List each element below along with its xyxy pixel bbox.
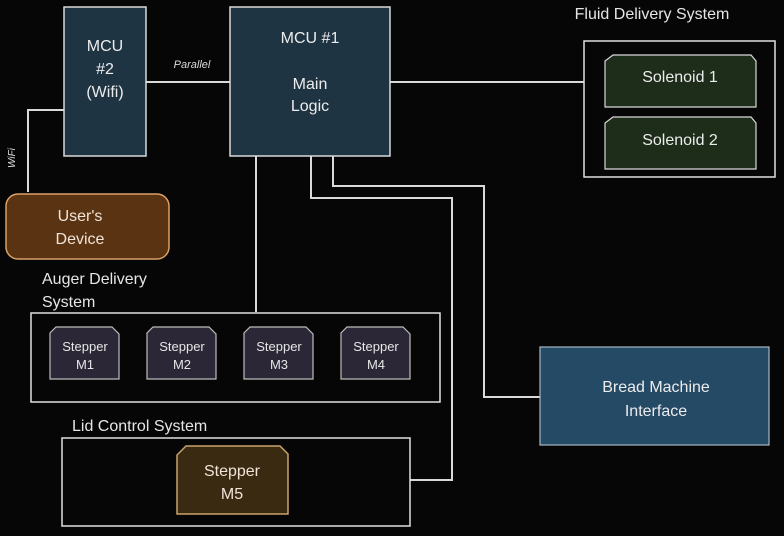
connector-mcu1-lid-system bbox=[310, 156, 453, 481]
auger-delivery-group: Auger Delivery System Stepper M1 Stepper… bbox=[30, 271, 441, 403]
auger-group-title-line1: Auger Delivery bbox=[42, 271, 147, 288]
bread-machine-label-line1: Bread Machine bbox=[602, 379, 710, 396]
stepper-m4-label-line1: Stepper bbox=[353, 339, 399, 354]
stepper-m5-label-line2: M5 bbox=[221, 486, 243, 503]
stepper-m5-label-line1: Stepper bbox=[204, 463, 261, 480]
stepper-m3-box bbox=[243, 326, 314, 380]
stepper-m1-box bbox=[49, 326, 120, 380]
lid-control-frame bbox=[61, 437, 411, 527]
users-device-box bbox=[5, 193, 170, 260]
mcu1-label-line1: MCU #1 bbox=[281, 30, 340, 47]
stepper-m2-label-line1: Stepper bbox=[159, 339, 205, 354]
users-device-node: User's Device bbox=[5, 193, 170, 260]
solenoid-1-label: Solenoid 1 bbox=[642, 69, 718, 86]
solenoid-2-box bbox=[604, 116, 757, 170]
stepper-m2-box bbox=[146, 326, 217, 380]
stepper-m5-box bbox=[176, 445, 289, 515]
stepper-m2-label-line2: M2 bbox=[173, 357, 191, 372]
mcu2-label-line1: MCU bbox=[87, 38, 123, 55]
mcu2-box bbox=[63, 6, 147, 157]
mcu1-label-line2: Main bbox=[293, 76, 328, 93]
stepper-m3-label-line2: M3 bbox=[270, 357, 288, 372]
users-device-label-line2: Device bbox=[56, 231, 105, 248]
connectors bbox=[27, 81, 584, 481]
stepper-m1-label-line1: Stepper bbox=[62, 339, 108, 354]
stepper-m4-box bbox=[340, 326, 411, 380]
solenoid-1-box bbox=[604, 54, 757, 108]
bread-machine-node: Bread Machine Interface bbox=[539, 346, 770, 446]
mcu1-label-line3: Logic bbox=[291, 98, 329, 115]
users-device-label-line1: User's bbox=[58, 208, 103, 225]
stepper-m3-label-line1: Stepper bbox=[256, 339, 302, 354]
solenoid-2-label: Solenoid 2 bbox=[642, 132, 718, 149]
auger-group-title-line2: System bbox=[42, 294, 95, 311]
fluid-delivery-frame bbox=[583, 40, 776, 178]
fluid-delivery-group: Solenoid 1 Solenoid 2 bbox=[583, 40, 776, 178]
mcu1-box bbox=[229, 6, 391, 157]
edge-label-parallel: Parallel bbox=[174, 59, 211, 71]
auger-delivery-frame bbox=[30, 312, 441, 403]
mcu2-node: MCU #2 (Wifi) bbox=[63, 6, 147, 157]
lid-control-group: Lid Control System Stepper M5 bbox=[61, 418, 411, 527]
stepper-m4-label-line2: M4 bbox=[367, 357, 385, 372]
stepper-m1-label-line2: M1 bbox=[76, 357, 94, 372]
mcu2-label-line3: (Wifi) bbox=[86, 84, 123, 101]
diagram-title: Fluid Delivery System bbox=[575, 6, 730, 23]
lid-group-title: Lid Control System bbox=[72, 418, 207, 435]
bread-machine-box bbox=[539, 346, 770, 446]
connector-mcu1-bread-machine bbox=[332, 156, 540, 398]
edge-label-wifi: WiFi bbox=[7, 147, 18, 168]
mcu1-node: MCU #1 Main Logic bbox=[229, 6, 391, 157]
connector-mcu2-users-device bbox=[27, 109, 64, 192]
bread-machine-label-line2: Interface bbox=[625, 403, 687, 420]
mcu2-label-line2: #2 bbox=[96, 61, 114, 78]
